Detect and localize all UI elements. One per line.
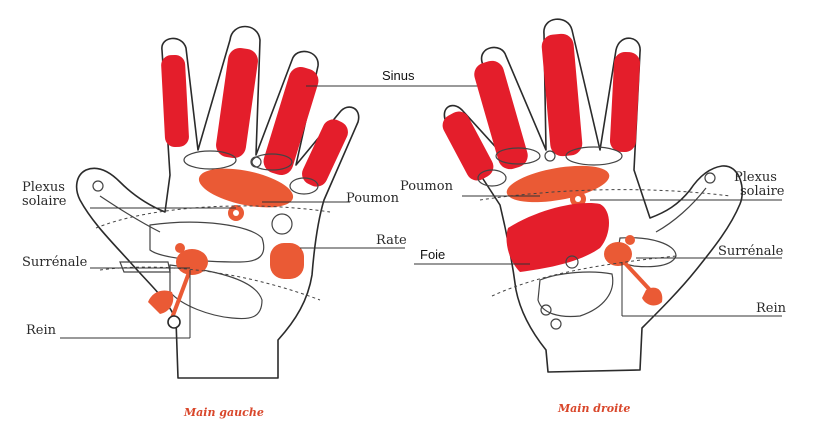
label-surrenale-left: Surrénale: [22, 255, 88, 270]
caption-left-hand: Main gauche: [183, 406, 264, 419]
right-joint-circle: [544, 150, 556, 162]
right-finger-base-oval: [495, 147, 541, 165]
left-adrenal-dot: [175, 243, 185, 253]
right-little-finger-zone: [609, 51, 641, 153]
right-palm-contour: [615, 237, 677, 268]
caption-right-hand: Main droite: [557, 402, 630, 415]
left-little-finger-zone: [161, 54, 189, 148]
left-hand: [60, 25, 510, 379]
right-hand-outline: [443, 18, 744, 373]
right-thumb-circle: [704, 172, 716, 184]
label-plexus-right-1: Plexus: [734, 170, 777, 185]
right-lung-zone: [506, 165, 610, 203]
label-plexus-left-1: Plexus: [22, 180, 65, 195]
left-thumb-bone: [99, 195, 161, 233]
left-palm-contour: [149, 221, 265, 263]
left-middle-finger-zone: [263, 67, 319, 175]
right-palm-circle: [550, 318, 562, 330]
right-liver-zone: [506, 203, 609, 272]
label-foie: Foie: [420, 247, 445, 262]
left-palm-contour: [169, 264, 263, 320]
right-adrenal-dot: [625, 235, 635, 245]
left-waist-line: [99, 266, 321, 301]
label-rein-left: Rein: [26, 323, 57, 338]
right-palm-circle: [565, 255, 579, 269]
left-kidney-zone: [148, 290, 174, 314]
left-finger-base-oval: [289, 177, 319, 195]
left-palm-contour: [119, 261, 171, 273]
left-finger-base-oval: [183, 150, 237, 170]
left-ring-finger-zone: [216, 48, 258, 158]
left-lung-zone: [198, 168, 294, 208]
label-plexus-right-2: solaire: [740, 184, 785, 199]
right-solar-plexus-zone: [570, 191, 586, 207]
right-index-finger-zone: [442, 111, 494, 181]
left-solar-plexus-zone: [228, 205, 244, 221]
left-spleen-zone: [270, 243, 304, 279]
right-kidney-zone: [642, 287, 663, 306]
right-middle-finger-zone: [474, 60, 528, 170]
label-poumon-right: Poumon: [400, 179, 454, 194]
label-plexus-left-2: solaire: [22, 194, 67, 209]
left-palm-circle: [271, 213, 293, 235]
right-palm-circle: [540, 304, 552, 316]
label-surrenale-right: Surrénale: [718, 244, 784, 259]
label-poumon-left: Poumon: [346, 191, 400, 206]
right-finger-base-oval: [565, 146, 623, 166]
label-sinus: Sinus: [382, 68, 415, 83]
right-finger-base-oval: [477, 169, 507, 187]
label-rate: Rate: [376, 233, 407, 248]
left-ureter: [170, 269, 192, 319]
right-adrenal-zone: [604, 242, 632, 266]
right-palm-contour: [537, 271, 614, 318]
left-diaphragm-line: [95, 205, 331, 229]
left-thumb-circle: [92, 180, 104, 192]
right-waist-line: [491, 255, 677, 297]
label-rein-right: Rein: [756, 301, 787, 316]
right-ureter: [622, 260, 652, 292]
left-joint-circle: [250, 156, 262, 168]
left-finger-base-oval: [251, 153, 293, 171]
left-bladder-circle: [167, 315, 181, 329]
right-hand: [414, 18, 782, 373]
left-index-finger-zone: [302, 119, 348, 187]
right-ring-finger-zone: [541, 33, 583, 157]
